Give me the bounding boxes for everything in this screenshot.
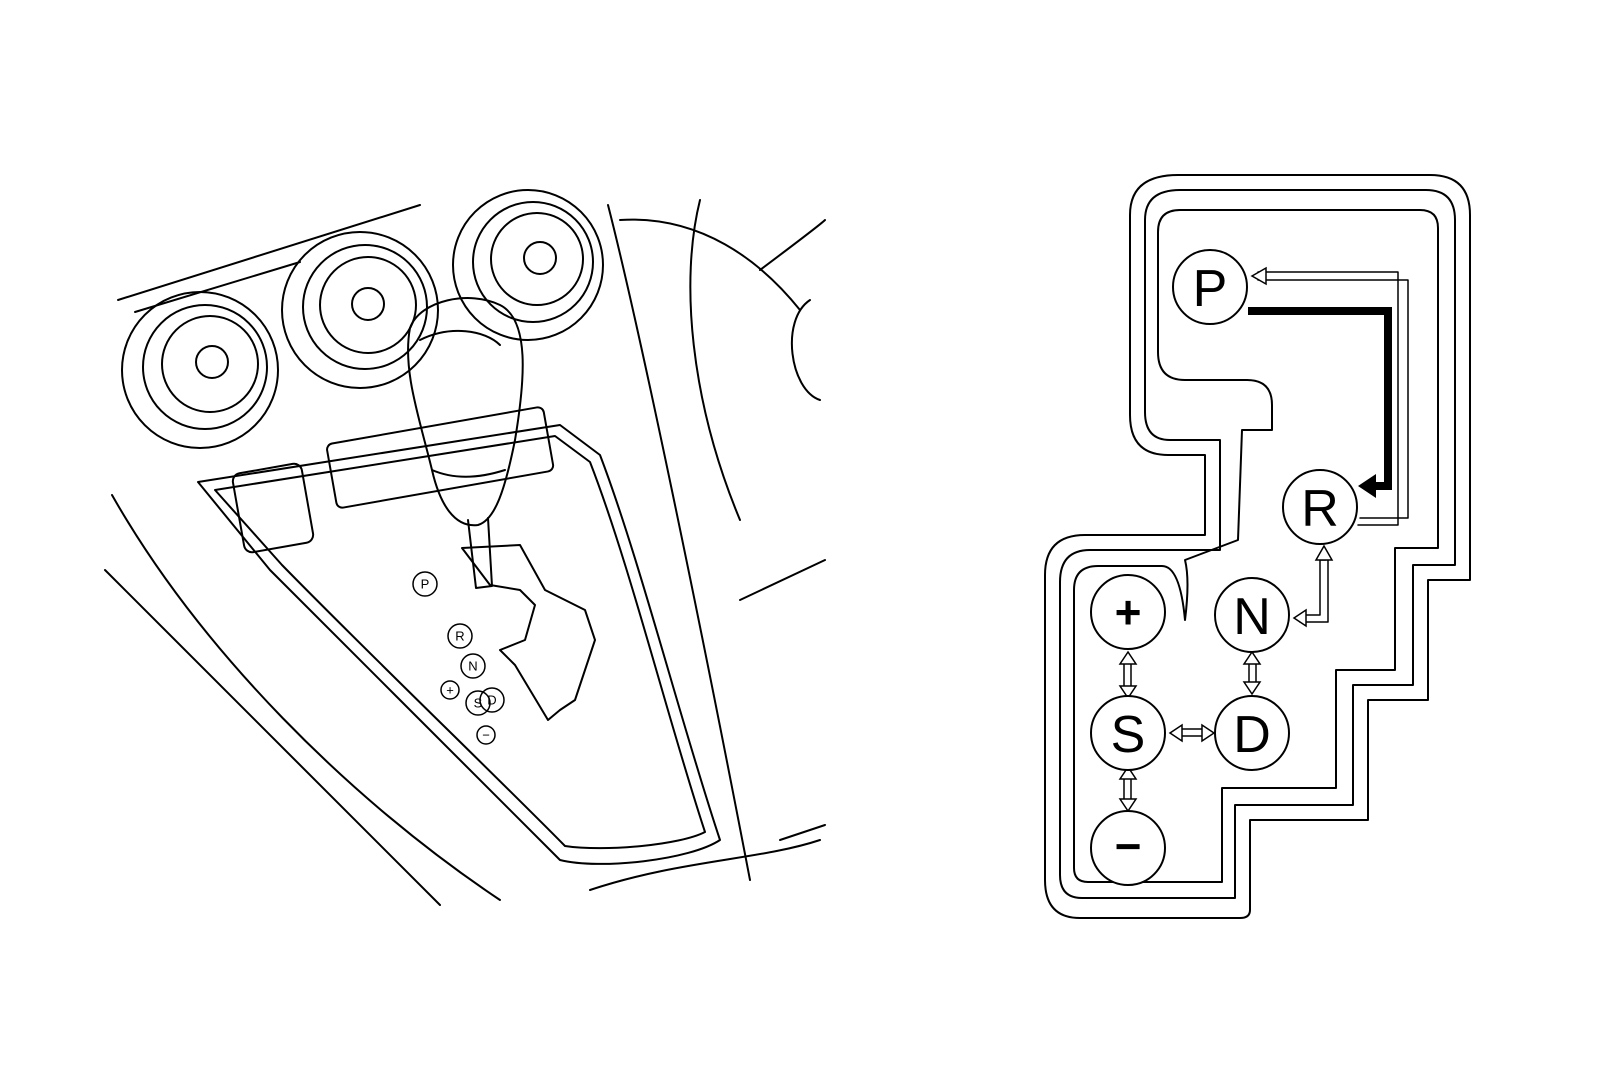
console-side	[111, 494, 501, 901]
svg-text:−: −	[1115, 820, 1142, 872]
svg-text:N: N	[1233, 588, 1271, 646]
path-p-r-outline	[1257, 271, 1399, 526]
door-panel-edge	[607, 204, 751, 881]
floor-edge	[739, 559, 826, 601]
gate-position-minus: −	[1090, 810, 1166, 886]
svg-text:S: S	[474, 696, 483, 711]
shift-gate-diagram: P R N D + S −	[1044, 174, 1471, 919]
vent-knob-middle	[281, 231, 439, 389]
shift-knob-band	[431, 469, 506, 478]
svg-text:P: P	[421, 577, 430, 592]
vent-knob-right	[452, 189, 604, 341]
console-indicator-P: P	[412, 571, 438, 597]
console-side	[589, 839, 821, 891]
arrow-plus-s-icon	[1118, 650, 1138, 700]
seat-edge	[759, 219, 826, 271]
svg-text:R: R	[455, 629, 464, 644]
svg-text:+: +	[1115, 586, 1142, 638]
gate-middle-outline	[1059, 189, 1456, 899]
seat-edge	[790, 299, 821, 401]
arrow-to-r-small-icon	[1314, 544, 1334, 561]
arrow-to-n-icon	[1292, 608, 1307, 628]
console-indicator-D: D	[479, 687, 505, 713]
path-p-to-r	[1248, 307, 1392, 490]
gate-position-R: R	[1282, 469, 1358, 545]
shift-knob-highlight	[419, 329, 501, 346]
shift-knob	[407, 297, 524, 527]
shift-lever-shaft	[467, 517, 493, 589]
svg-text:D: D	[487, 693, 496, 708]
console-trim-inner	[214, 435, 706, 850]
console-indicator-minus: −	[476, 725, 496, 745]
gate-position-D: D	[1214, 695, 1290, 771]
path-p-r-outline	[1257, 279, 1409, 519]
gate-inner-channel	[1073, 209, 1439, 883]
seat-edge	[619, 218, 801, 311]
vent-knob-left	[121, 291, 279, 449]
arrow-n-d-icon	[1242, 650, 1262, 696]
dash-edge-line	[134, 261, 301, 313]
console-indicator-N: N	[460, 653, 486, 679]
seat-edge	[689, 199, 741, 521]
console-side	[104, 569, 441, 906]
gate-position-P: P	[1172, 249, 1248, 325]
console-indicator-plus: +	[440, 680, 460, 700]
dash-edge-line	[117, 204, 421, 301]
svg-text:R: R	[1301, 480, 1339, 538]
path-n-r	[1299, 559, 1329, 623]
svg-text:+: +	[446, 683, 454, 698]
gate-position-S: S	[1090, 695, 1166, 771]
arrow-to-p-icon	[1250, 266, 1267, 286]
path-n-r	[1299, 559, 1327, 616]
svg-text:N: N	[468, 659, 477, 674]
gate-position-plus: +	[1090, 574, 1166, 650]
arrow-to-r-icon	[1358, 474, 1376, 498]
console-illustration: P R N D + S −	[104, 189, 826, 906]
gate-outer-outline	[1044, 174, 1471, 919]
console-storage-slot	[326, 406, 555, 509]
gate-position-N: N	[1214, 577, 1290, 653]
console-indicator-S: S	[465, 690, 491, 716]
console-switch	[231, 462, 315, 554]
console-indicator-R: R	[447, 623, 473, 649]
arrow-s-minus-icon	[1118, 765, 1138, 813]
console-trim	[197, 424, 721, 865]
floor-edge	[779, 824, 826, 841]
arrow-s-d-icon	[1168, 723, 1216, 743]
svg-text:D: D	[1233, 706, 1271, 764]
svg-text:−: −	[482, 728, 490, 743]
svg-text:P: P	[1193, 260, 1228, 318]
shift-gate-slot	[461, 544, 596, 721]
svg-text:S: S	[1111, 706, 1146, 764]
